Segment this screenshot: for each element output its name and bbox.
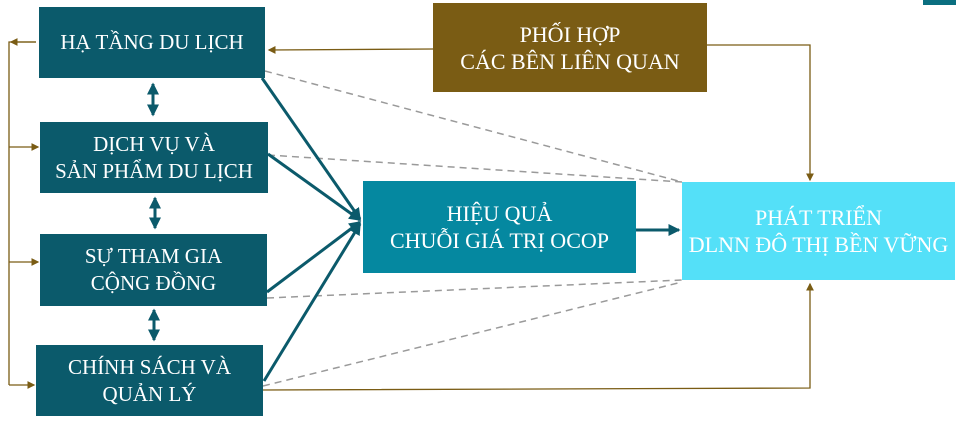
ocop-label-line2: CHUỖI GIÁ TRỊ OCOP	[390, 228, 609, 253]
coordination-box: PHỐI HỢP CÁC BÊN LIÊN QUAN	[433, 3, 707, 92]
policy-label-line2: QUẢN LÝ	[102, 381, 197, 406]
corner-accent	[923, 0, 956, 5]
community-label-line2: CỘNG ĐỒNG	[90, 271, 217, 295]
community-label-line1: SỰ THAM GIA	[84, 244, 223, 268]
outcome-label-line1: PHÁT TRIỂN	[755, 205, 882, 230]
coordination-label-line1: PHỐI HỢP	[519, 21, 621, 47]
dashed-services-outcome	[267, 154, 683, 183]
coordination-to-outcome-arrow	[707, 44, 814, 182]
dashed-community-outcome	[266, 279, 683, 299]
services-to-ocop-arrow	[267, 152, 362, 222]
outcome-label-line2: DLNN ĐÔ THỊ BỀN VỮNG	[688, 232, 949, 257]
community-box: SỰ THAM GIA CỘNG ĐỒNG	[40, 234, 267, 306]
outcome-box: PHÁT TRIỂN DLNN ĐÔ THỊ BỀN VỮNG	[682, 182, 955, 280]
ocop-box: HIỆU QUẢ CHUỖI GIÁ TRỊ OCOP	[363, 181, 636, 273]
infrastructure-label: HẠ TẦNG DU LỊCH	[60, 30, 244, 54]
services-box: DỊCH VỤ VÀ SẢN PHẨM DU LỊCH	[40, 122, 268, 193]
policy-to-ocop-arrow	[262, 222, 362, 382]
community-to-ocop-arrow	[266, 220, 362, 294]
infrastructure-box: HẠ TẦNG DU LỊCH	[39, 7, 265, 78]
ocop-links	[147, 77, 681, 382]
policy-box: CHÍNH SÁCH VÀ QUẢN LÝ	[36, 345, 263, 416]
ocop-label-line1: HIỆU QUẢ	[446, 201, 553, 226]
infrastructure-to-ocop-arrow	[260, 77, 362, 221]
services-label-line2: SẢN PHẨM DU LỊCH	[55, 158, 253, 183]
feedback-lines	[8, 38, 814, 391]
coordination-label-line2: CÁC BÊN LIÊN QUAN	[460, 48, 680, 74]
left-bus-line	[8, 41, 36, 385]
coordination-to-infrastructure-arrow	[267, 46, 434, 54]
policy-to-outcome-arrow	[262, 282, 814, 391]
dashed-policy-outcome	[262, 281, 683, 387]
dashed-links	[262, 70, 683, 387]
policy-label-line1: CHÍNH SÁCH VÀ	[68, 354, 231, 379]
services-label-line1: DỊCH VỤ VÀ	[93, 131, 215, 156]
